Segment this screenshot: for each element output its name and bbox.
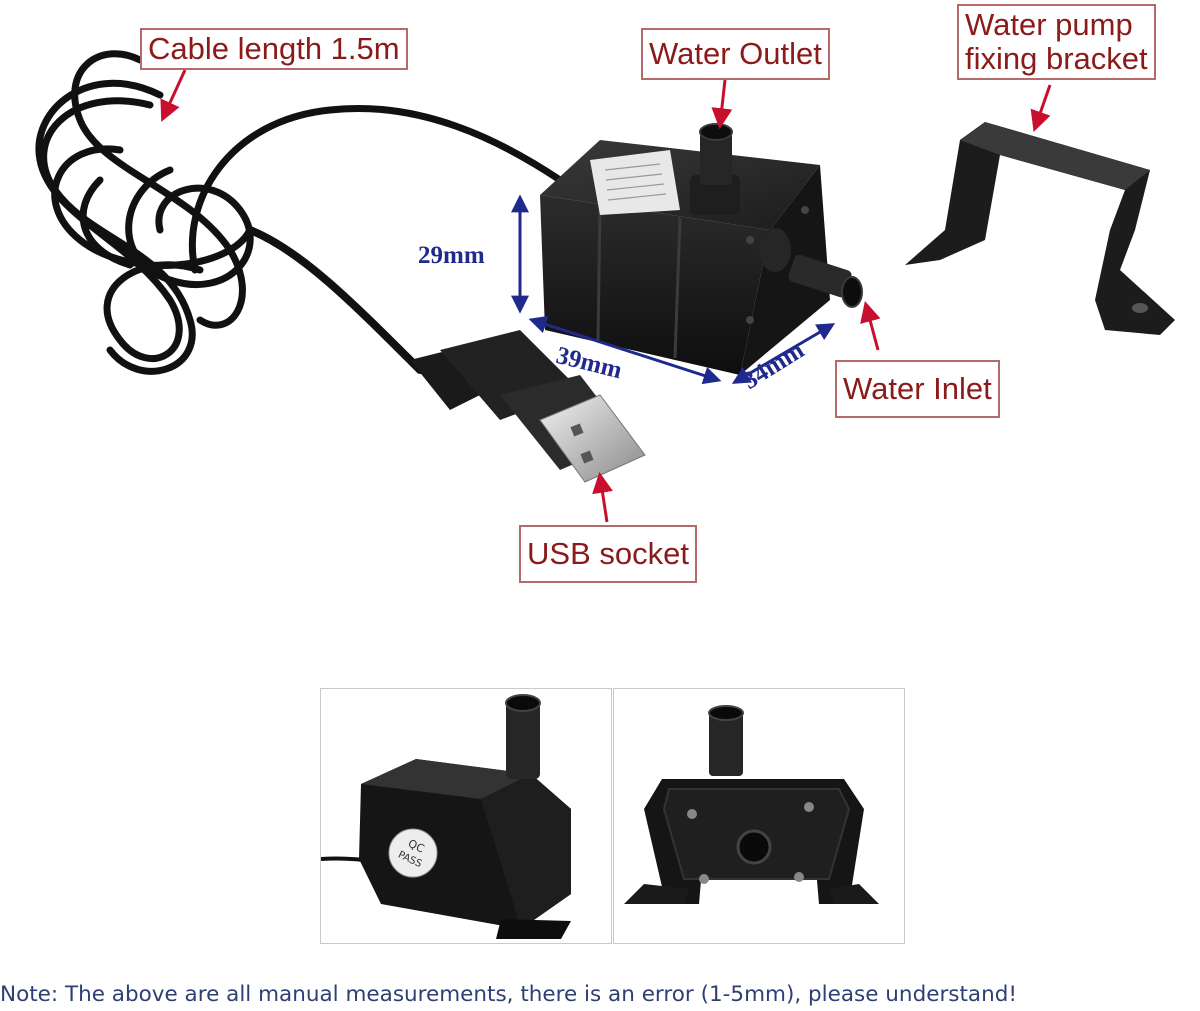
fixing-bracket — [905, 122, 1175, 335]
pump-front-photo — [613, 688, 905, 944]
usb-plug — [410, 330, 646, 483]
cable-length-text: Cable length 1.5m — [148, 31, 400, 66]
water-outlet-callout: Water Outlet — [641, 28, 830, 80]
height-dimension-label: 29mm — [418, 242, 485, 269]
usb-socket-text: USB socket — [527, 536, 689, 571]
bracket-text-line2: fixing bracket — [965, 41, 1148, 76]
measurement-note: Note: The above are all manual measureme… — [0, 982, 1017, 1007]
pump-angle-photo: QC PASS — [320, 688, 612, 944]
pump-angle-drawing: QC PASS — [321, 694, 571, 939]
callout-arrows — [160, 69, 1052, 523]
water-inlet-text: Water Inlet — [843, 371, 992, 406]
water-inlet-callout: Water Inlet — [835, 360, 1000, 418]
bracket-text-line1: Water pump — [965, 7, 1133, 42]
cable-length-callout: Cable length 1.5m — [140, 28, 408, 70]
pump-front-drawing — [624, 705, 879, 904]
qc-label-line1: QC — [406, 837, 427, 856]
water-outlet-text: Water Outlet — [649, 36, 822, 71]
usb-socket-callout: USB socket — [519, 525, 697, 583]
cable-coil — [35, 50, 564, 375]
bracket-callout: Water pump fixing bracket — [957, 4, 1156, 80]
dimension-arrows — [511, 194, 836, 385]
